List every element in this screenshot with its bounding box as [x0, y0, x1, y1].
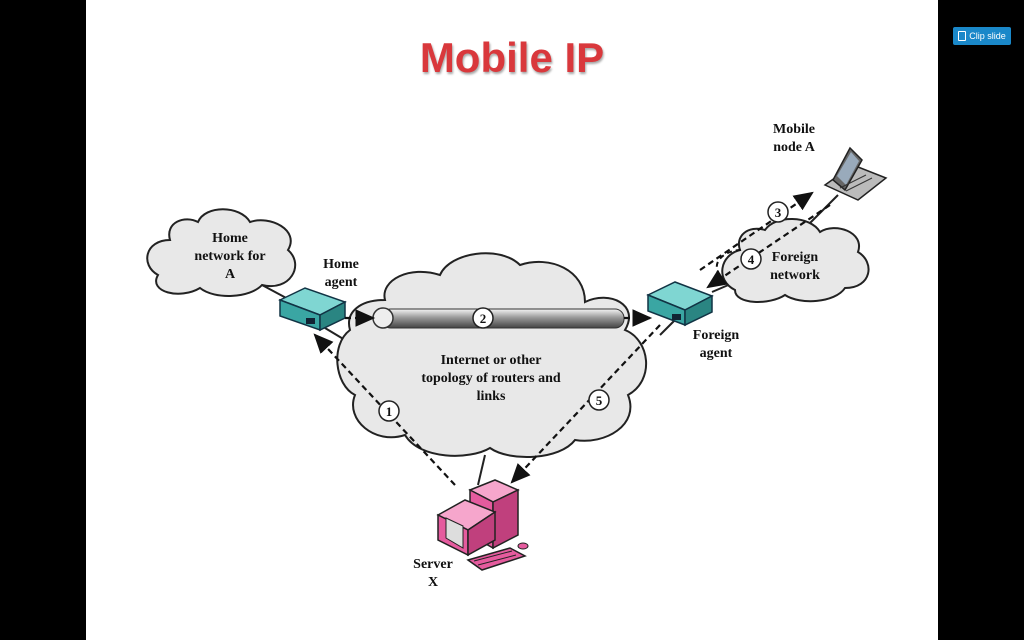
clip-slide-button[interactable]: Clip slide — [953, 27, 1011, 45]
server-computer-icon — [436, 479, 529, 571]
arrow-step-3 — [699, 191, 814, 271]
step-5-label: 5 — [596, 393, 603, 408]
step-4-label: 4 — [748, 252, 755, 267]
arrow-step-4 — [706, 204, 831, 289]
clipboard-icon — [958, 31, 967, 41]
step-2-label: 2 — [480, 311, 487, 326]
foreign-agent-label: Foreign agent — [692, 328, 740, 361]
arrow-step-5 — [510, 324, 661, 484]
home-network-cloud — [146, 208, 297, 297]
step-1-label: 1 — [386, 404, 393, 419]
home-agent-label: Home agent — [323, 257, 359, 290]
tunnel — [381, 308, 625, 329]
internet-cloud — [336, 252, 647, 458]
mobile-node-label: Mobile node A — [773, 122, 815, 155]
home-network-label: Home network for A — [194, 231, 266, 282]
server-label: Server X — [413, 557, 453, 590]
step-3-label: 3 — [775, 205, 782, 220]
laptop-icon — [823, 146, 888, 201]
internet-label: Internet or other topology of routers an… — [421, 353, 561, 404]
slide-title: Mobile IP — [419, 34, 605, 81]
home-agent-icon — [278, 287, 347, 332]
foreign-network-cloud — [721, 218, 870, 303]
clip-slide-label: Clip slide — [969, 31, 1006, 41]
foreign-network-label: Foreign network — [770, 250, 820, 283]
foreign-agent-icon — [646, 281, 714, 327]
